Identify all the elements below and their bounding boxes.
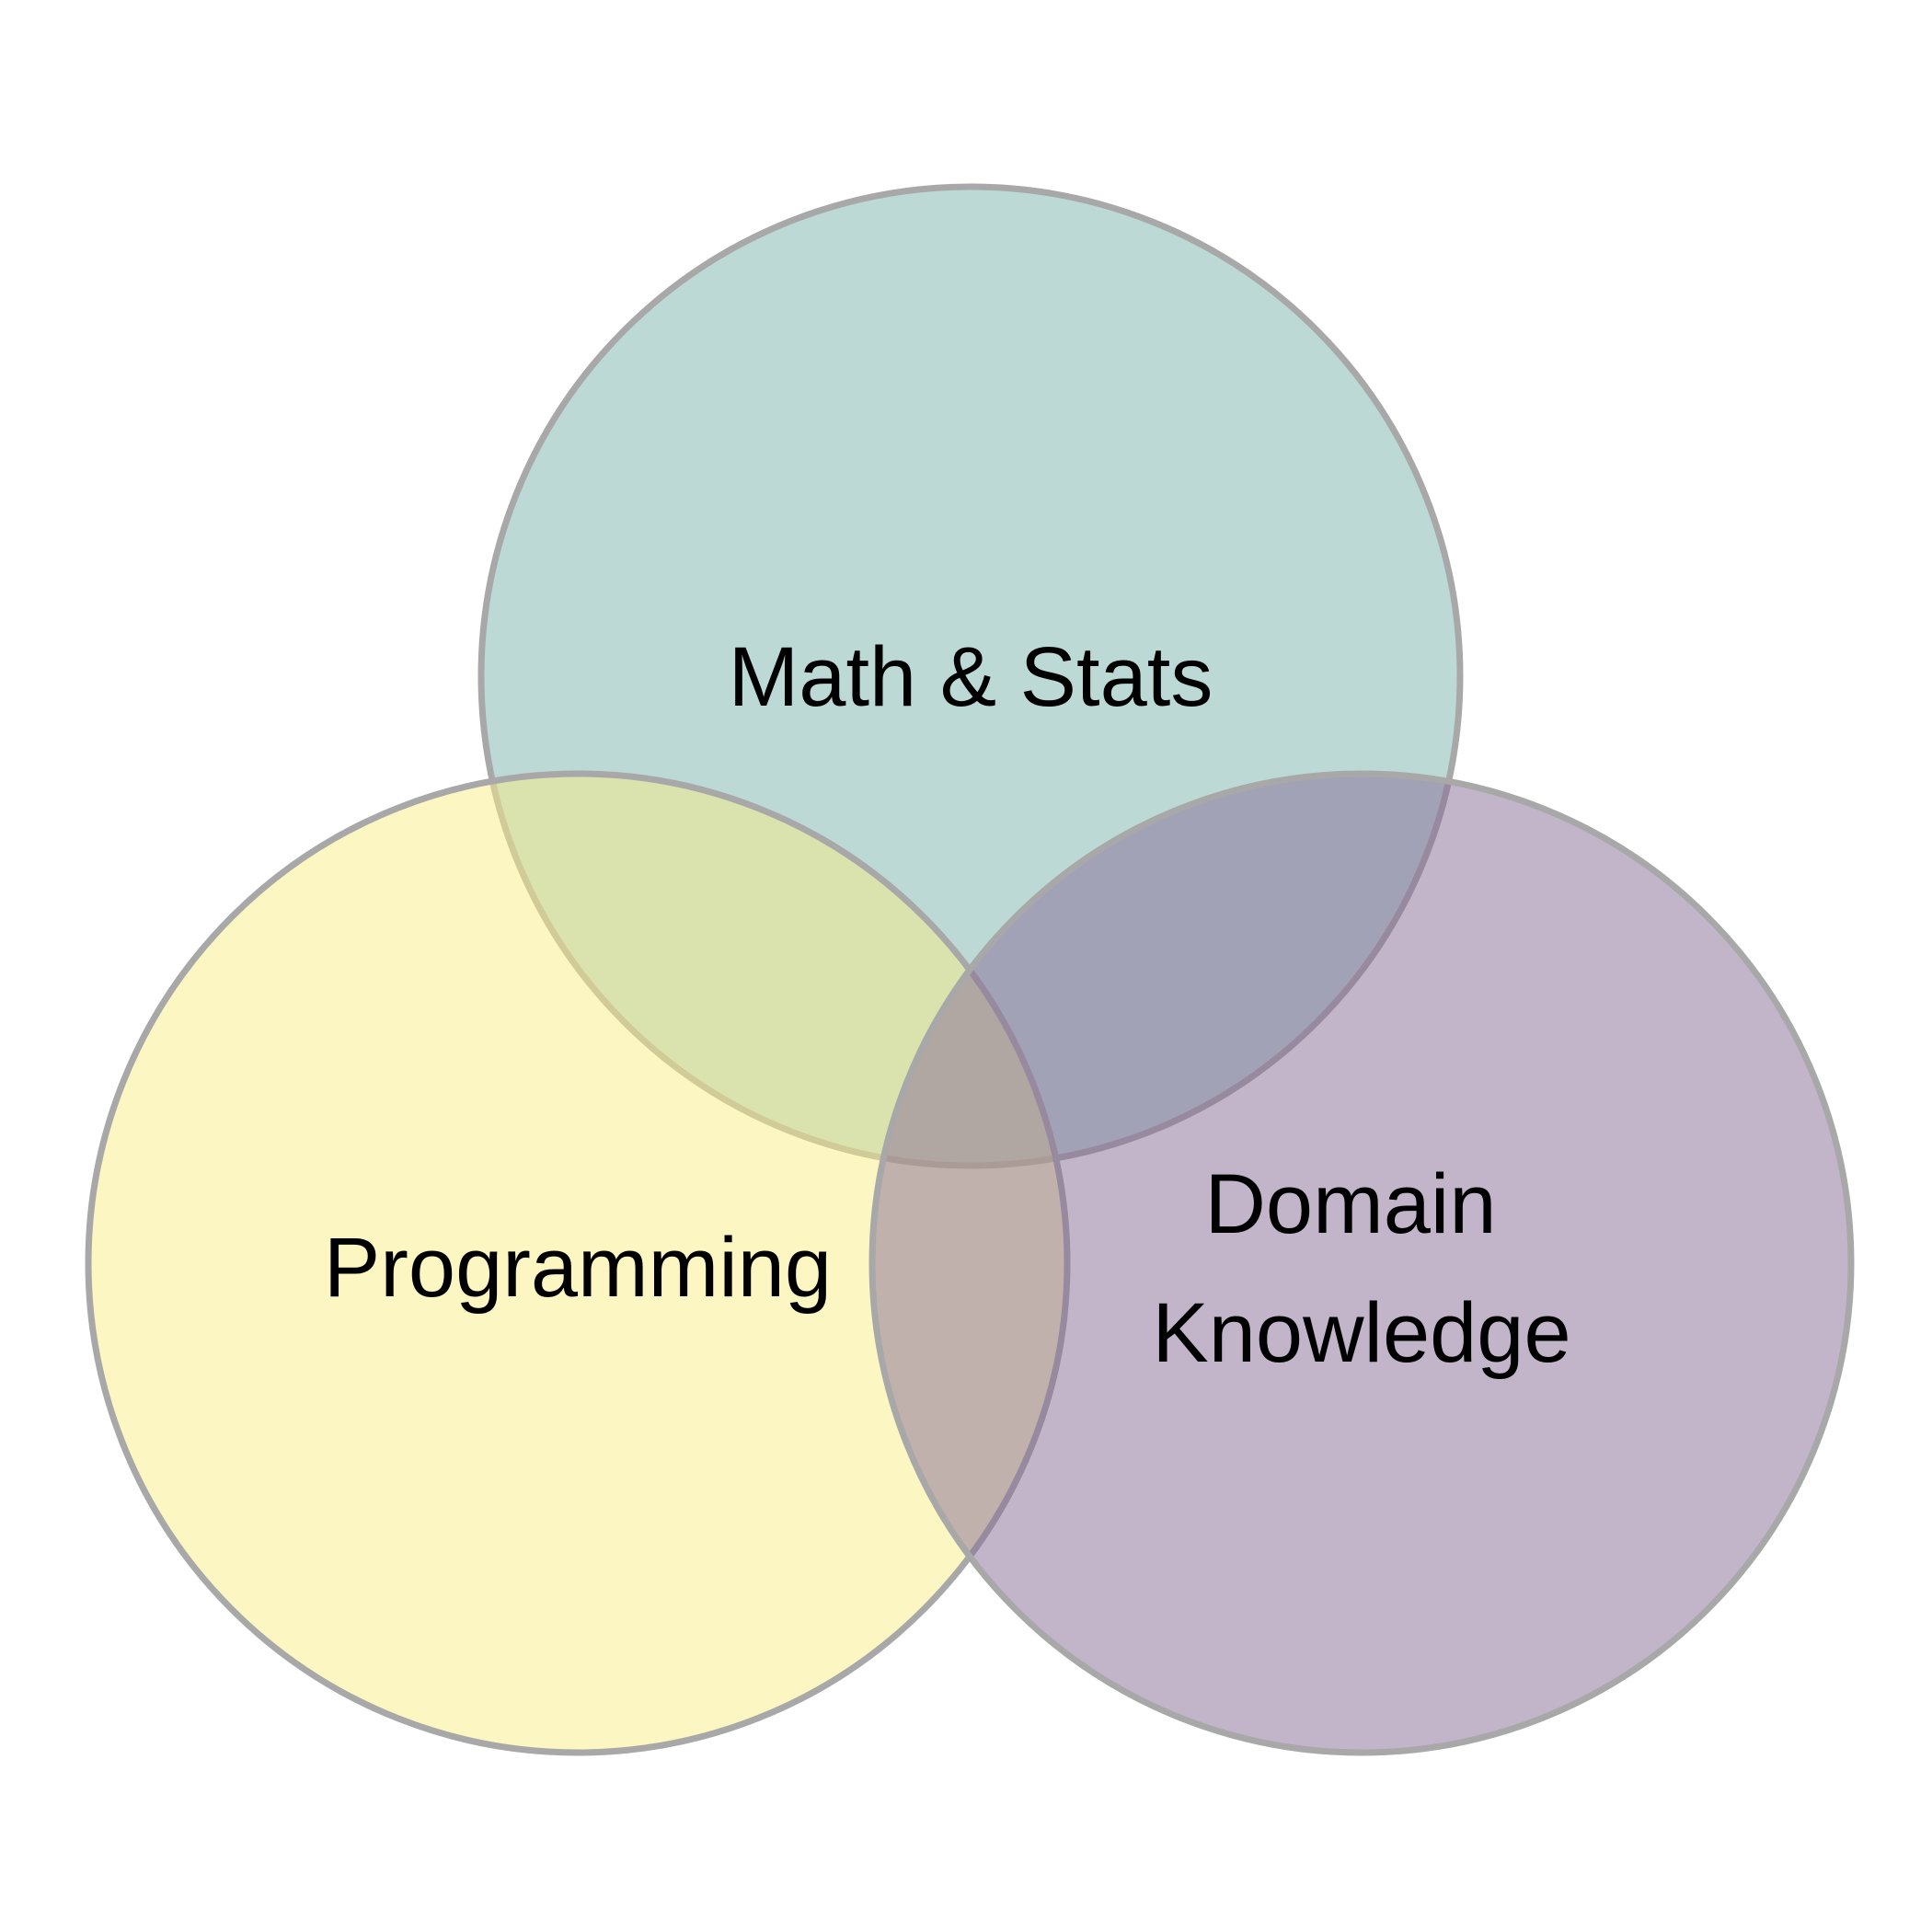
math-stats-label: Math & Stats: [729, 630, 1213, 724]
domain-knowledge-label-line1: Domain: [1204, 1157, 1496, 1251]
programming-label: Programming: [324, 1221, 832, 1315]
domain-knowledge-label-line2: Knowledge: [1152, 1286, 1570, 1380]
domain-knowledge-circle: [868, 770, 1855, 1756]
